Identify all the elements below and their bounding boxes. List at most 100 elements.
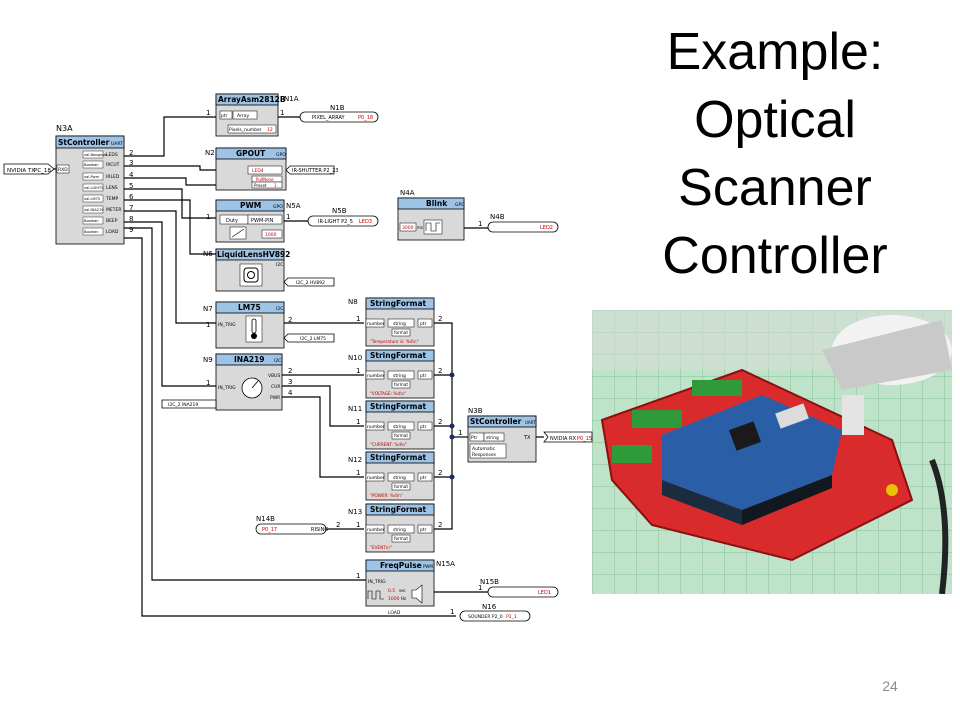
n3a-input-label: val.LIGHTS [84, 186, 104, 190]
node-n5a-pwm[interactable]: PWM GPO N5A Duty PWM-PIN 1000 1 1 [206, 199, 301, 243]
n4a-unit: ms [417, 225, 423, 230]
stringformat-id: N13 [348, 508, 362, 516]
node-n4b-led2[interactable]: N4B 1 LED2 [478, 213, 559, 233]
n15a-in-num: 1 [356, 572, 360, 580]
n15b-in-num: 1 [478, 584, 482, 592]
n3a-tag: UART [111, 141, 123, 147]
n3b-tx: TX [523, 435, 531, 441]
n3a-output-num: 6 [129, 193, 134, 201]
node-nvidia-rx[interactable]: NVIDIA RX P0_15 [543, 431, 593, 443]
stringformat-format-value: "Temperature is: %d\n" [370, 339, 419, 344]
wire-meter [124, 221, 216, 387]
n3a-output-num: 7 [129, 204, 133, 212]
stringformat-in-num: 1 [356, 469, 360, 477]
node-n7-lm75[interactable]: N7 LM75 I2C IN_TRIG 1 2 I2C_2 LM75 [203, 301, 335, 349]
stringformat-number: number [367, 321, 385, 327]
board-photo-svg [592, 310, 952, 594]
n5a-id: N5A [286, 202, 301, 210]
n2-preset: Preset [254, 183, 267, 188]
node-n4a-blink[interactable]: N4A Blink GPO 3000 ms [397, 189, 465, 241]
n5a-value: 1000 [265, 232, 277, 238]
node-n9-ina219[interactable]: N9 INA219 I2C IN_TRIG VBUS CUR PWR 2 3 4… [161, 353, 293, 411]
node-n15a-freqpulse[interactable]: FreqPulse PWM N15A IN_TRIG 0.5 sec 1000 … [356, 559, 455, 607]
node-n1a-arrayasm2812b[interactable]: ArrayAsm2812B N1A ptr Array Pixels_numbe… [206, 93, 299, 137]
stringformat-in-num: 1 [356, 315, 360, 323]
node-n6-liquidlens[interactable]: N6 LiquidLensHV892 I2C I2C_2 HV892 [203, 248, 335, 292]
stringformat-format-label: format [394, 536, 408, 541]
wire-leds [124, 116, 216, 157]
wire-beep [124, 227, 366, 581]
n2-id: N2 [205, 149, 215, 157]
n3b-in-num: 1 [458, 429, 462, 437]
n7-tag: I2C [276, 306, 283, 312]
block-diagram: NVIDIA TX PC_18 N3A StController UART RX… [3, 93, 593, 622]
n3b-title: StController [470, 417, 522, 426]
stringformat-in-num: 1 [356, 521, 360, 529]
n15b-pin: LED1 [538, 590, 551, 596]
n6-title: LiquidLensHV892 [217, 250, 290, 259]
n4b-id: N4B [490, 213, 505, 221]
n7-id: N7 [203, 305, 213, 313]
n3a-output-label: LENS [106, 185, 118, 191]
n3b-ptr: Ptr [471, 435, 477, 441]
node-n14b-p0-17[interactable]: N14B P0_17 RISING 2 [255, 515, 340, 535]
node-n16-sounder[interactable]: N16 LOAD 1 SOUNDER P2_0 P2_1 [388, 603, 531, 622]
n6-tag: I2C [276, 262, 283, 268]
node-ir-shutter[interactable]: IR-SHUTTER P2_23 [285, 165, 338, 175]
n15a-v2: 1000 [388, 596, 400, 602]
stringformat-out-num: 2 [438, 469, 442, 477]
n3a-title: StController [58, 138, 110, 147]
n9-out-cur: CUR [271, 384, 281, 390]
n9-out-num-2: 3 [288, 378, 292, 386]
n9-out-pwr: PWR [270, 395, 280, 401]
stringformat-format-label: format [394, 433, 408, 438]
n1a-pixels-value: 12 [267, 127, 273, 133]
camera-icon [243, 267, 259, 283]
wire-irled [124, 188, 216, 219]
node-n5b-ir-light[interactable]: N5B IR-LIGHT P2_5 LED3 [307, 207, 379, 227]
nvidia-tx-label: NVIDIA TX [7, 168, 35, 174]
n15a-u1: sec [399, 588, 406, 593]
n3b-tag: UART [525, 420, 536, 425]
n3a-input-label: Boolean [84, 219, 99, 223]
n2-preset-val: 1 [274, 183, 277, 188]
n3a-input-box [82, 183, 104, 192]
node-n2-gpout[interactable]: N2 GPOUT GPO LED4 PullNone Preset 1 [205, 147, 287, 191]
n3a-rx: RXD [58, 167, 68, 173]
stringformat-title: StringFormat [370, 299, 427, 308]
node-n1b-pixel-array[interactable]: N1B PIXEL_ARRAY P0_18 [299, 104, 379, 123]
stringformat-format-value: "VOLTAGE: %d\n" [370, 391, 406, 396]
stringformat-string: string [393, 424, 406, 430]
slide-title: Example: Optical Scanner Controller [630, 18, 920, 290]
n3b-auto: Automatic [472, 446, 496, 452]
n3a-input-label: val.Pwm [84, 175, 100, 179]
n5a-pin: PWM-PIN [251, 218, 274, 224]
n3a-input-box [82, 160, 104, 169]
n5a-tag: GPO [273, 204, 283, 210]
node-n15b-led1[interactable]: N15B 1 LED1 [478, 578, 559, 598]
n9-title: INA219 [234, 355, 265, 364]
n1b-id: N1B [330, 104, 345, 112]
n2-tag: GPO [276, 152, 286, 158]
node-n3a-stcontroller[interactable]: N3A StController UART RXD val.NeognizeLE… [55, 124, 134, 245]
n1a-pixels-label: Pixels_number [229, 127, 262, 133]
node-n3b-stcontroller[interactable]: N3B StController UART Ptr string TX Auto… [458, 407, 537, 463]
n4a-value: 3000 [402, 225, 414, 231]
n3a-output-label: LOAD [106, 229, 119, 235]
n5b-pin: LED3 [359, 219, 372, 225]
stringformat-ptr: ptr [420, 373, 427, 379]
n4a-tag: GPO [455, 202, 465, 208]
n15a-id: N15A [436, 560, 455, 568]
wire-lens [124, 199, 216, 255]
n3b-id: N3B [468, 407, 483, 415]
n15a-u2: Hz [401, 596, 406, 601]
stringformat-id: N8 [348, 298, 358, 306]
stringformat-out-num: 2 [438, 315, 442, 323]
n14b-edge: RISING [311, 527, 328, 533]
n3a-input-label: Boolean [84, 230, 99, 234]
